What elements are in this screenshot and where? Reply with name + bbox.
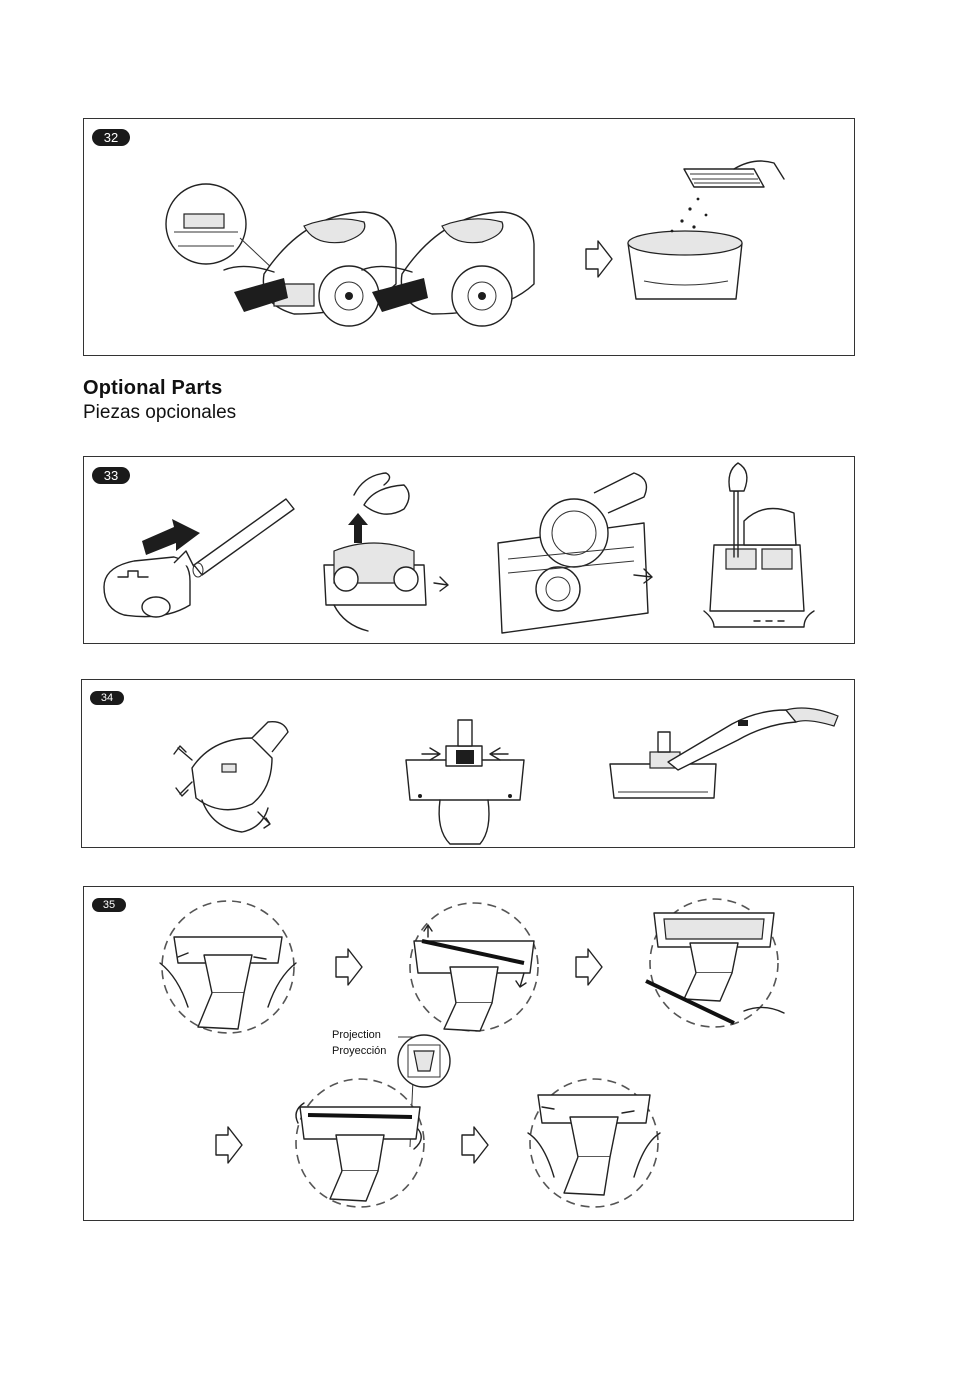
hollow-arrow-right-icon: [585, 240, 613, 278]
turbo-brush-open-cover-illustration: [323, 472, 449, 632]
projection-detail-circle: [397, 1034, 451, 1088]
section-title-en: Optional Parts: [83, 377, 223, 399]
screwdriver-unscrew-illustration: [703, 462, 815, 628]
step-number-badge: 33: [92, 467, 130, 484]
step-33-panel: 33: [83, 456, 855, 644]
detail-circle-release-clips: [159, 900, 297, 1034]
step-number-badge: 34: [90, 691, 124, 705]
turbo-brush-release-tabs-illustration: [405, 719, 525, 845]
step-number-badge: 35: [92, 898, 126, 912]
vacuum-filter-illustration-1: [165, 183, 397, 327]
projection-label: Projection Proyección: [332, 1027, 386, 1059]
detail-circle-reinsert-brush-bar: [295, 1078, 425, 1208]
detail-circle-lock-clips: [527, 1078, 661, 1208]
optional-parts-heading: Optional Parts Piezas opcionales: [83, 377, 236, 424]
projection-label-es: Proyección: [332, 1045, 387, 1057]
hollow-arrow-right-icon: [575, 948, 603, 986]
detail-circle-remove-brush-bar: [409, 902, 539, 1032]
step-32-panel: 32: [83, 118, 855, 356]
vacuum-filter-illustration-2: [361, 211, 535, 327]
section-title-es: Piezas opcionales: [83, 402, 237, 423]
step-34-panel: 34: [81, 679, 855, 848]
hollow-arrow-right-icon: [461, 1126, 489, 1164]
turbo-brush-attach-pipe-illustration: [103, 498, 295, 618]
step-35-panel: 35 Projection Proyección: [83, 886, 854, 1221]
hand-holding-turbo-brush-illustration: [173, 721, 289, 833]
projection-label-en: Projection: [332, 1029, 381, 1041]
hollow-arrow-right-icon: [335, 948, 363, 986]
step-number-badge: 32: [92, 129, 130, 146]
turbo-brush-roller-detail-illustration: [497, 472, 653, 634]
filter-empty-into-bin-illustration: [627, 160, 785, 300]
turbo-brush-with-hose-illustration: [609, 707, 839, 799]
hollow-arrow-right-icon: [215, 1126, 243, 1164]
detail-circle-brush-removed: [645, 898, 785, 1028]
